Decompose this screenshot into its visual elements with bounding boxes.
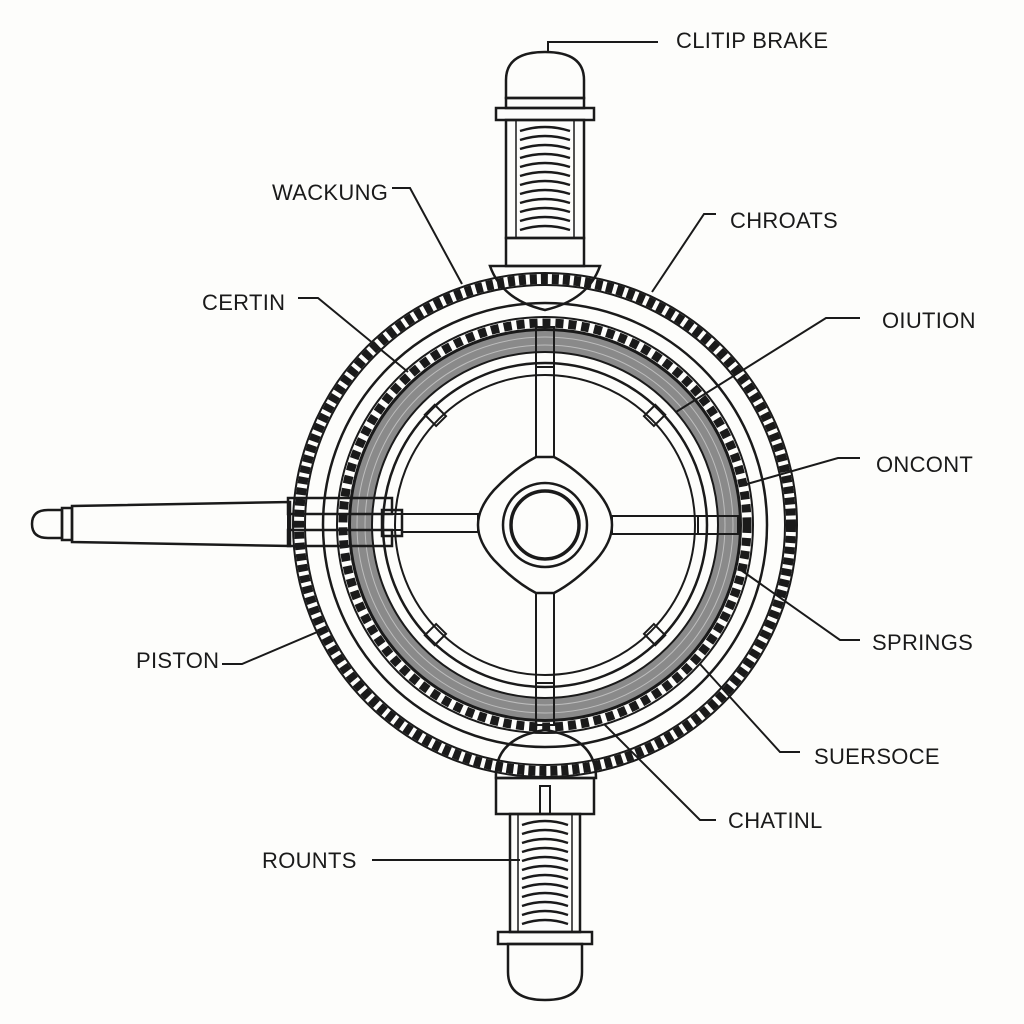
spring-coil: [521, 864, 569, 872]
spring-coil: [519, 143, 571, 151]
spring-coil: [519, 152, 571, 160]
label-suersoce: SUERSOCE: [814, 744, 940, 769]
spring-coil: [519, 134, 571, 142]
spring-coil: [521, 900, 569, 908]
top-caliper-assembly: [488, 50, 602, 312]
hub: [476, 455, 614, 595]
leader-oncont: [739, 457, 860, 487]
leader-springs: [737, 567, 860, 641]
leader-wackung: [392, 187, 463, 285]
leader-chroats: [651, 213, 716, 293]
label-clitip-brake: CLITIP BRAKE: [676, 28, 828, 53]
spring-coil: [519, 179, 571, 187]
spring-coil: [519, 215, 571, 223]
bottom-spring: [521, 819, 569, 926]
spring-coil: [519, 188, 571, 196]
piston-handle: [30, 496, 404, 548]
label-springs: SPRINGS: [872, 630, 973, 655]
label-oiution: OIUTION: [882, 308, 976, 333]
label-certin: CERTIN: [202, 290, 285, 315]
label-oncont: ONCONT: [876, 452, 973, 477]
leader-oiution: [675, 317, 860, 413]
ring-clips: [423, 403, 667, 647]
top-spring: [519, 125, 571, 232]
spring-coil: [521, 846, 569, 854]
spring-coil: [519, 161, 571, 169]
spring-coil: [521, 891, 569, 899]
spring-coil: [521, 855, 569, 863]
leader-lines: [222, 41, 860, 861]
spring-coil: [519, 197, 571, 205]
spring-coil: [519, 170, 571, 178]
spring-coil: [521, 918, 569, 926]
spring-coil: [519, 125, 571, 133]
spring-coil: [521, 819, 569, 827]
label-rounts: ROUNTS: [262, 848, 357, 873]
inner-ring: [381, 361, 709, 689]
leader-chatinl: [603, 723, 716, 821]
spring-coil: [521, 873, 569, 881]
leader-certin: [298, 297, 409, 373]
labels: CLITIP BRAKE WACKUNG CHROATS CERTIN OIUT…: [136, 28, 976, 873]
label-wackung: WACKUNG: [272, 180, 388, 205]
spring-coil: [519, 206, 571, 214]
leader-suersoce: [699, 663, 800, 753]
spring-coil: [519, 224, 571, 232]
spring-coil: [521, 882, 569, 890]
spring-coil: [521, 909, 569, 917]
label-chatinl: CHATINL: [728, 808, 823, 833]
friction-ring: [321, 301, 769, 749]
bottom-caliper-assembly: [494, 728, 598, 1002]
spring-coil: [521, 837, 569, 845]
spring-coil: [521, 828, 569, 836]
leader-piston: [222, 629, 323, 665]
label-piston: PISTON: [136, 648, 219, 673]
label-chroats: CHROATS: [730, 208, 838, 233]
brake-shoe-band: [349, 329, 741, 721]
leader-clitip-brake: [547, 41, 658, 52]
